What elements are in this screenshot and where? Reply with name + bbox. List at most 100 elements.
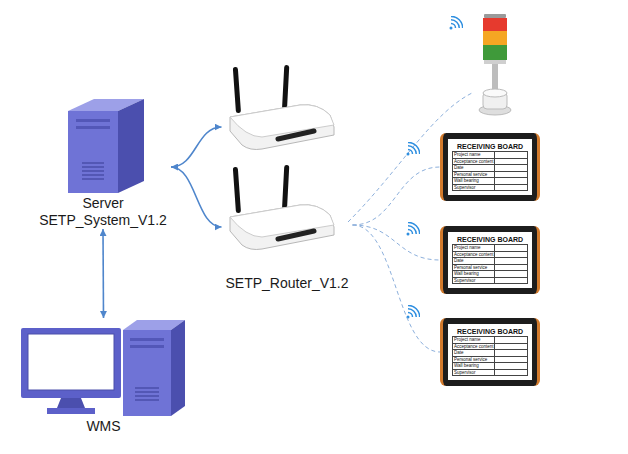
table-cell-empty: [495, 363, 527, 369]
server-tower: [56, 95, 151, 195]
table-row: Supervisor: [452, 370, 528, 377]
table-cell-empty: [495, 357, 527, 363]
network-arrow: [171, 167, 222, 227]
server-tower: [82, 163, 104, 179]
table-cell-empty: [495, 258, 527, 264]
table-row: Supervisor: [452, 278, 528, 285]
wifi-icon: [407, 305, 420, 318]
table-cell: Personal service: [453, 265, 495, 271]
table-cell-empty: [495, 252, 527, 258]
board-panel: RECEIVING BOARDProject nameAcceptance co…: [448, 324, 532, 380]
node-label: WMS: [86, 418, 120, 435]
table-cell: Project name: [453, 152, 495, 158]
table-row: Project name: [452, 244, 528, 252]
table-cell: Date: [453, 258, 495, 264]
table-cell: Supervisor: [453, 278, 495, 284]
table-cell: Supervisor: [453, 370, 495, 376]
workstation-computer: [130, 338, 164, 341]
signal-tower-light: [479, 14, 511, 115]
workstation-computer: [135, 387, 159, 389]
server-node: Server SETP_System_V1.2: [35, 95, 171, 229]
server-tower: [82, 166, 104, 168]
node-label: SETP_Router_V1.2: [226, 275, 349, 292]
table-cell: Acceptance content: [453, 159, 495, 165]
table-cell-empty: [495, 172, 527, 178]
workstation-computer: [28, 334, 114, 390]
table-cell-empty: [495, 337, 527, 343]
table-cell-empty: [495, 152, 527, 158]
workstation-computer: [21, 328, 121, 398]
wireless-routers: [222, 65, 352, 255]
table-row: Project name: [452, 336, 528, 344]
table-cell-empty: [495, 178, 527, 184]
table-cell-empty: [495, 165, 527, 171]
table-cell: Acceptance content: [453, 344, 495, 350]
signal-tower-light: [483, 45, 507, 60]
wireless-link: [353, 225, 441, 352]
server-tower: [118, 99, 144, 193]
table-cell-empty: [495, 350, 527, 356]
server-tower: [82, 178, 104, 180]
table-cell-empty: [495, 265, 527, 271]
workstation-computer: [47, 408, 95, 414]
router-node: SETP_Router_V1.2: [222, 65, 353, 292]
node-label: Server SETP_System_V1.2: [39, 195, 167, 229]
table-cell-empty: [495, 271, 527, 277]
table-cell: Wall bearing: [453, 363, 495, 369]
wifi-icon: [450, 16, 463, 29]
server-tower: [76, 126, 110, 129]
board-title: RECEIVING BOARD: [452, 235, 528, 244]
wifi-icon: [407, 142, 420, 155]
workstation-computer: [135, 395, 159, 397]
table-cell: Project name: [453, 337, 495, 343]
table-cell: Date: [453, 165, 495, 171]
table-row: Project name: [452, 151, 528, 159]
table-cell: Wall bearing: [453, 271, 495, 277]
table-cell-empty: [495, 278, 527, 284]
router-icon: [230, 65, 334, 150]
signal-tower-light: [483, 18, 507, 31]
wireless-link: [353, 167, 441, 225]
table-cell: Date: [453, 350, 495, 356]
receiving-board: RECEIVING BOARDProject nameAcceptance co…: [440, 226, 540, 294]
table-cell-empty: [495, 370, 527, 376]
workstation-computer: [135, 399, 159, 401]
workstation-computer: [135, 391, 159, 393]
server-tower: [76, 119, 110, 122]
wms-node: WMS: [16, 318, 191, 435]
signal-tower-light: [484, 60, 506, 64]
table-cell-empty: [495, 245, 527, 251]
workstation-computer: [57, 398, 85, 408]
wireless-link: [353, 225, 441, 260]
board-title: RECEIVING BOARD: [452, 142, 528, 151]
network-arrow: [171, 127, 222, 167]
server-tower: [82, 174, 104, 176]
wifi-icon: [407, 222, 420, 235]
workstation-computer: [171, 320, 185, 416]
workstation-computer: [19, 318, 189, 418]
table-cell: Supervisor: [453, 185, 495, 191]
receiving-board: RECEIVING BOARDProject nameAcceptance co…: [440, 318, 540, 386]
table-cell: Project name: [453, 245, 495, 251]
workstation-computer: [123, 330, 171, 416]
signal-tower-light: [483, 89, 507, 97]
server-tower: [68, 111, 118, 193]
server-tower: [82, 162, 104, 164]
server-tower: [82, 170, 104, 172]
board-panel: RECEIVING BOARDProject nameAcceptance co…: [448, 232, 532, 288]
signal-tower-light: [483, 31, 507, 45]
table-cell-empty: [495, 159, 527, 165]
signal-tower-light: [492, 64, 498, 90]
board-title: RECEIVING BOARD: [452, 327, 528, 336]
router-icon: [230, 165, 334, 250]
table-cell: Acceptance content: [453, 252, 495, 258]
board-panel: RECEIVING BOARDProject nameAcceptance co…: [448, 139, 532, 195]
network-arrow: [102, 229, 104, 318]
table-cell: Personal service: [453, 172, 495, 178]
workstation-computer: [135, 388, 159, 400]
table-cell: Personal service: [453, 357, 495, 363]
table-cell-empty: [495, 344, 527, 350]
workstation-computer: [130, 345, 164, 348]
table-cell: Wall bearing: [453, 178, 495, 184]
